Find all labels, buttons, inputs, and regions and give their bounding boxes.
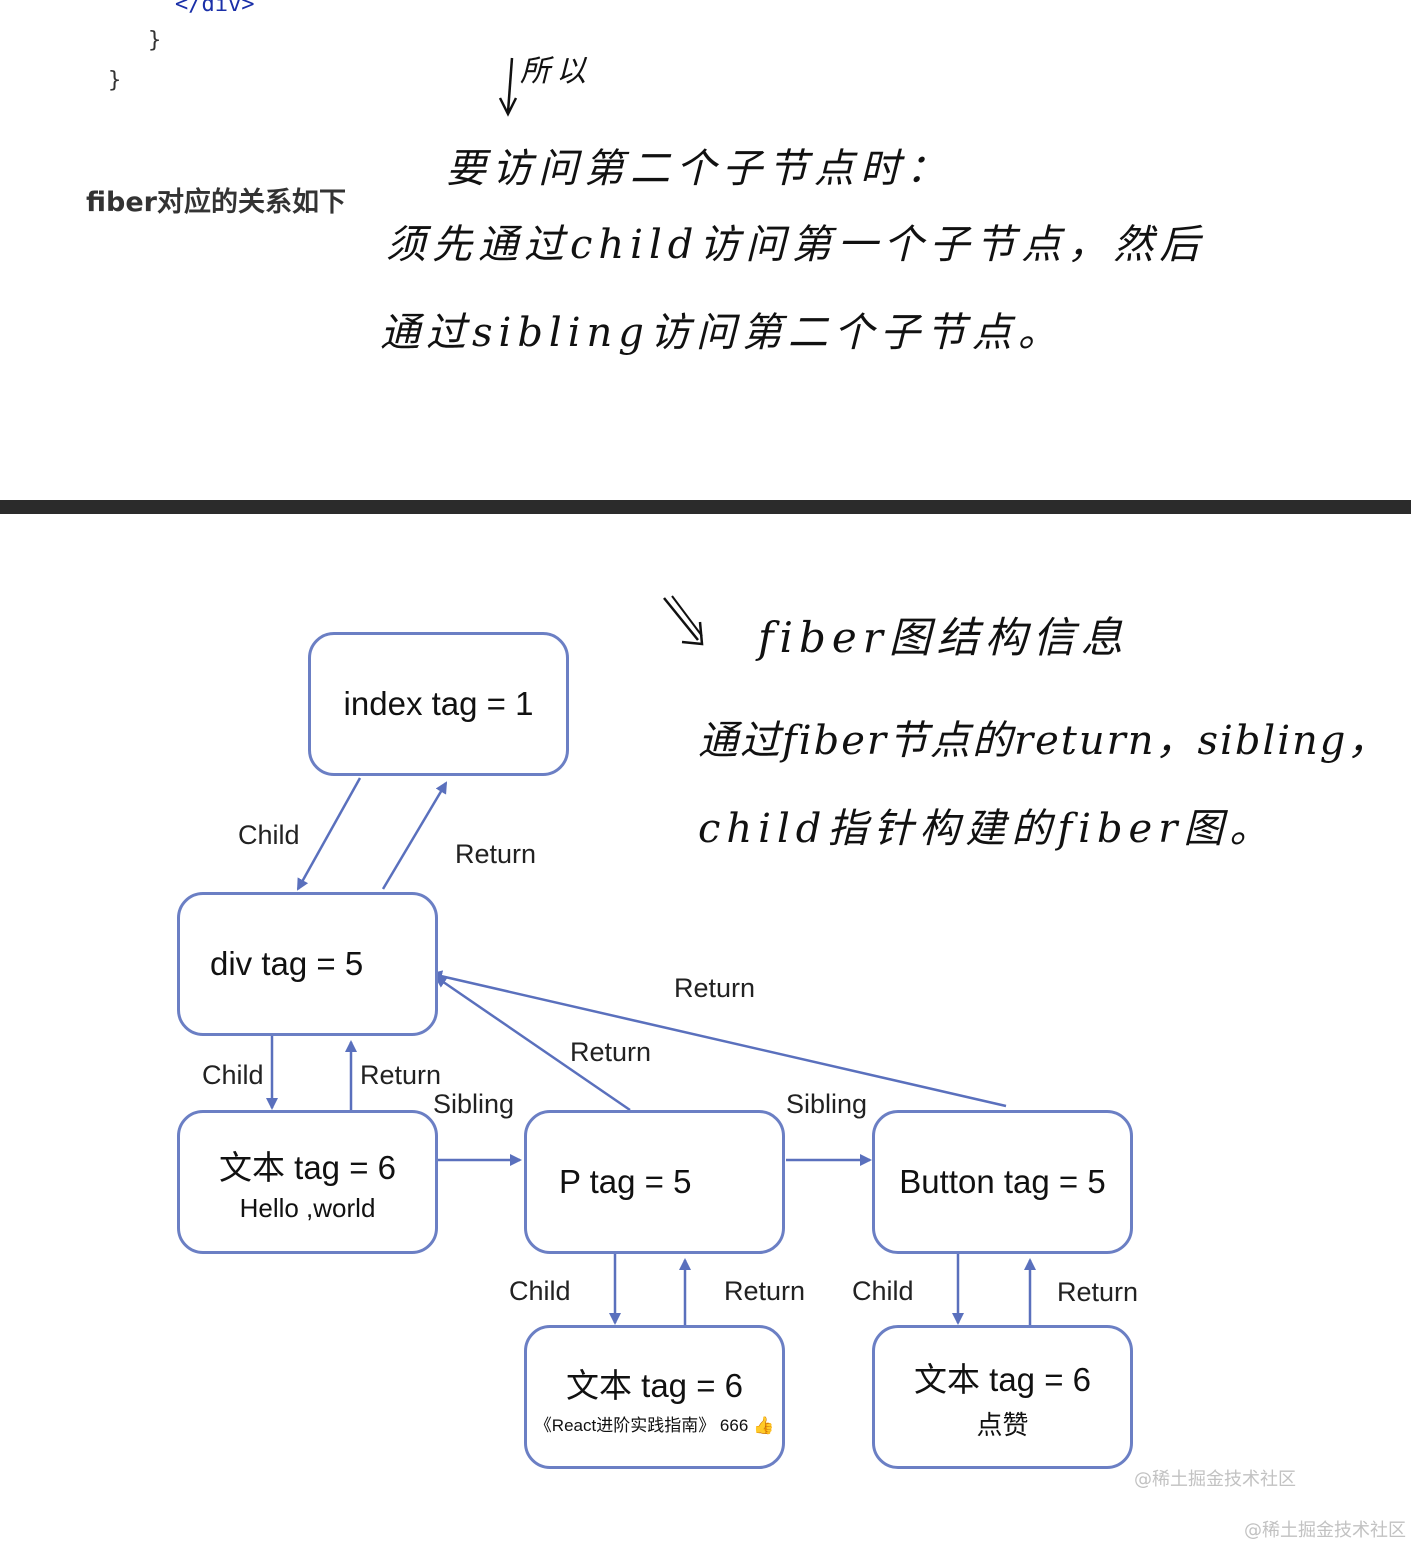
note-top-line-1: 要访问第二个子节点时： bbox=[446, 146, 952, 192]
node-button: Button tag = 5 bbox=[872, 1110, 1133, 1254]
node-text2: 文本 tag = 6 《React进阶实践指南》 666 👍 bbox=[524, 1325, 785, 1469]
label-text3-button-return: Return bbox=[1057, 1277, 1139, 1307]
label-button-div-return: Return bbox=[674, 973, 756, 1003]
section-divider bbox=[0, 500, 1411, 514]
code-line-brace-inner: } bbox=[148, 28, 162, 53]
node-text2-subtitle: 《React进阶实践指南》 666 👍 bbox=[534, 1415, 775, 1435]
edge-index-div-child bbox=[296, 777, 362, 891]
node-p: P tag = 5 bbox=[524, 1110, 785, 1254]
label-text2-p-return: Return bbox=[724, 1276, 806, 1306]
node-text1-title: 文本 tag = 6 bbox=[218, 1148, 396, 1186]
node-text1: 文本 tag = 6 Hello ,world bbox=[177, 1110, 438, 1254]
watermark-outer: @稀土掘金技术社区 bbox=[1244, 1520, 1406, 1541]
node-p-title: P tag = 5 bbox=[559, 1163, 692, 1200]
edge-button-div-return bbox=[430, 970, 1007, 1108]
label-text1-p-sibling: Sibling bbox=[433, 1089, 515, 1119]
down-arrow-icon bbox=[506, 57, 514, 113]
node-text1-subtitle: Hello ,world bbox=[239, 1192, 376, 1223]
node-text3: 文本 tag = 6 点赞 bbox=[872, 1325, 1133, 1469]
label-p-div-return: Return bbox=[570, 1037, 652, 1067]
node-text2-title: 文本 tag = 6 bbox=[565, 1366, 743, 1404]
node-div-title: div tag = 5 bbox=[210, 945, 364, 982]
label-p-button-sibling: Sibling bbox=[786, 1089, 868, 1119]
diagonal-arrow-icon bbox=[663, 597, 699, 641]
code-line-brace-outer: } bbox=[108, 68, 122, 93]
note-right-line-1: 通过fiber节点的return，sibling， bbox=[698, 718, 1390, 764]
label-p-text2-child: Child bbox=[509, 1276, 571, 1306]
label-index-div-child: Child bbox=[238, 820, 300, 850]
edge-p-div-return bbox=[434, 975, 631, 1112]
note-right-title: fiber图结构信息 bbox=[758, 613, 1129, 662]
node-button-title: Button tag = 5 bbox=[899, 1163, 1106, 1200]
note-top-line-3: 通过sibling访问第二个子节点。 bbox=[380, 310, 1064, 356]
label-button-text3-child: Child bbox=[852, 1276, 914, 1306]
label-div-index-return: Return bbox=[455, 839, 537, 869]
note-top-line-2: 须先通过child访问第一个子节点，然后 bbox=[386, 222, 1206, 268]
node-div: div tag = 5 bbox=[177, 892, 438, 1036]
handwritten-arrows-top bbox=[498, 57, 518, 117]
note-right-line-2: child指针构建的fiber图。 bbox=[698, 806, 1276, 852]
watermark-inner: @稀土掘金技术社区 bbox=[1134, 1469, 1296, 1490]
node-index: index tag = 1 bbox=[308, 632, 569, 776]
node-text3-title: 文本 tag = 6 bbox=[913, 1360, 1091, 1398]
section-caption: fiber对应的关系如下 bbox=[86, 187, 346, 218]
handwritten-arrow-right bbox=[663, 595, 704, 646]
code-line-close-div: </div> bbox=[175, 0, 255, 17]
label-text1-div-return: Return bbox=[360, 1060, 442, 1090]
label-div-text1-child: Child bbox=[202, 1060, 264, 1090]
note-arrow-label: 所以 bbox=[520, 54, 592, 89]
edge-div-index-return bbox=[381, 781, 448, 890]
node-index-title: index tag = 1 bbox=[343, 685, 534, 722]
node-text3-subtitle: 点赞 bbox=[976, 1409, 1029, 1440]
